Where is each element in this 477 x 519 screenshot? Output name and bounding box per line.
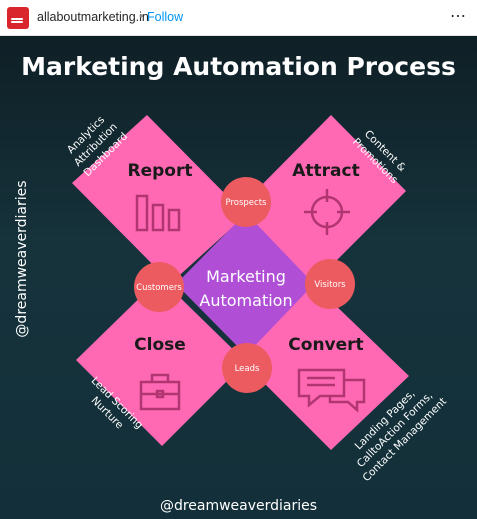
- chat-bubbles-icon: [297, 368, 366, 413]
- center-label-line2: Automation: [199, 291, 292, 310]
- separator-dot: •: [139, 9, 144, 23]
- post-header: allaboutmarketing.in • Follow ⋯: [0, 0, 477, 36]
- convert-label: Convert: [288, 335, 363, 355]
- account-name[interactable]: allaboutmarketing.in: [37, 10, 149, 24]
- petal-close: [76, 278, 246, 446]
- leads-node: Leads: [222, 343, 272, 393]
- bottom-watermark: @dreamweaverdiaries: [159, 498, 318, 514]
- more-options-icon[interactable]: ⋯: [450, 8, 467, 25]
- customers-label: Customers: [136, 283, 182, 293]
- petal-report: [72, 115, 246, 283]
- infographic-title: Marketing Automation Process: [21, 52, 456, 81]
- visitors-label: Visitors: [314, 280, 346, 290]
- visitors-node: Visitors: [305, 259, 355, 309]
- account-avatar[interactable]: [7, 7, 29, 29]
- avatar-logo-icon: [11, 18, 23, 24]
- attract-label: Attract: [292, 161, 359, 181]
- report-label: Report: [128, 161, 193, 181]
- center-diamond: [176, 213, 314, 355]
- customers-node: Customers: [134, 262, 184, 312]
- post-image: Marketing Automation Process Marketing A…: [0, 36, 477, 519]
- crosshair-icon: [304, 189, 350, 235]
- follow-button[interactable]: Follow: [147, 10, 184, 24]
- prospects-node: Prospects: [221, 177, 271, 227]
- center-label-line1: Marketing: [206, 267, 286, 286]
- close-label: Close: [134, 335, 186, 355]
- bar-chart-icon: [135, 194, 181, 232]
- briefcase-icon: [139, 373, 181, 411]
- side-watermark: @dreamweaverdiaries: [14, 180, 30, 338]
- prospects-label: Prospects: [226, 198, 268, 208]
- process-diagram: Marketing Automation Report Attract Clos…: [65, 114, 449, 484]
- leads-label: Leads: [235, 364, 260, 374]
